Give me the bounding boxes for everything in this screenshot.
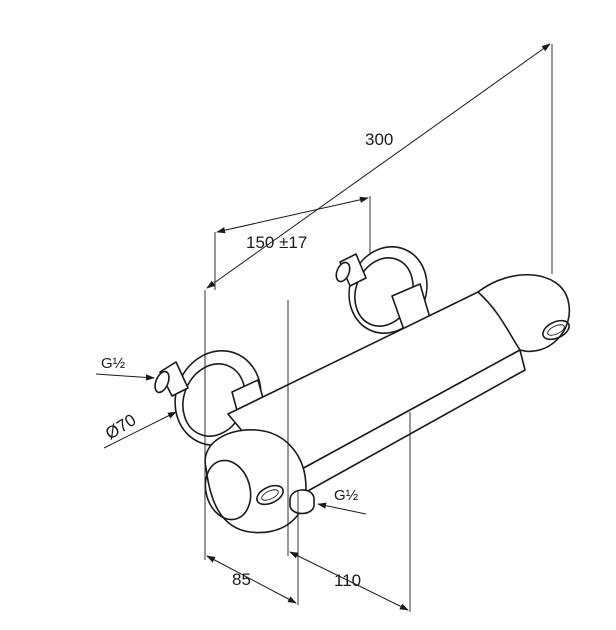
mixer-body — [204, 274, 571, 534]
label-depth-outlet: 110 — [334, 571, 361, 590]
label-thread-left: G½ — [101, 355, 126, 372]
dimension-thread-right: G½ — [317, 487, 367, 515]
dimension-inlet-spacing: 150 ±17 — [216, 196, 369, 252]
dimension-overall-length: 300 — [206, 43, 551, 289]
label-thread-right: G½ — [334, 487, 359, 504]
label-overall-length: 300 — [365, 130, 393, 149]
dimension-depth-front: 85 — [206, 555, 297, 604]
extension-lines — [204, 44, 553, 612]
label-flange-diameter: Ø70 — [102, 410, 139, 443]
label-depth-front: 85 — [232, 570, 251, 589]
dimension-depth-outlet: 110 — [289, 551, 409, 611]
label-inlet-spacing: 150 ±17 — [246, 233, 307, 252]
dimension-thread-left: G½ — [95, 355, 155, 381]
dimension-flange-diameter: Ø70 — [102, 410, 177, 449]
